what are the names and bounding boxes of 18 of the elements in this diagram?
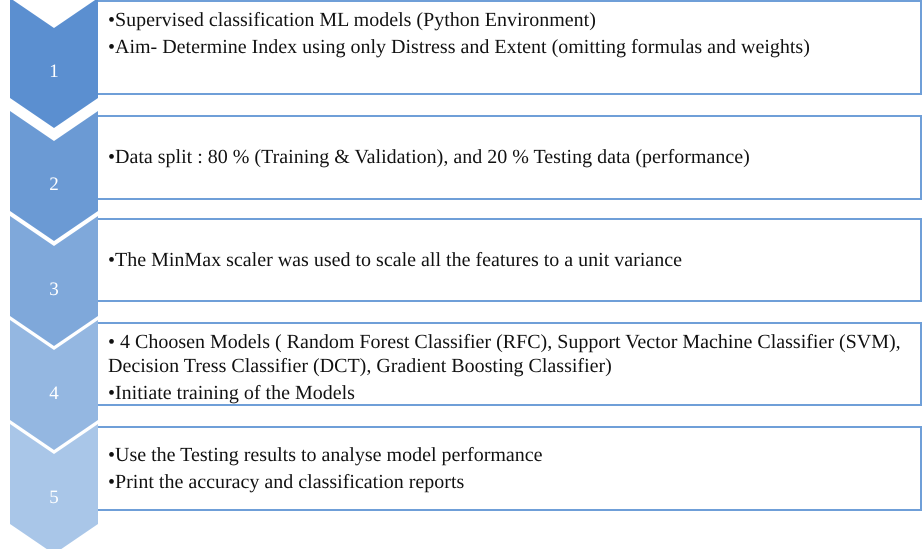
bullet-text: •Aim- Determine Index using only Distress and Extent (omitting formulas and weights) [108,35,811,59]
bullet-text: •Initiate training of the Models [108,381,356,405]
step-number: 5 [49,487,59,509]
step-number: 3 [49,279,59,301]
bullet-text: •The MinMax scaler was used to scale all the features to a unit variance [108,248,684,272]
step-box [98,426,922,511]
step-number: 2 [49,174,59,196]
step-box [98,218,922,302]
bullet-text: •Data split : 80 % (Training & Validation), and 20 % Testing data (performance) [108,145,751,169]
bullet-text: • 4 Choosen Models ( Random Forest Classifier (RFC), Support Vector Machine Classifier (SVM), Decision Tress Classifier (DCT), Gradient Boosting Classifier) [108,330,902,378]
step-number: 1 [49,61,59,83]
step-box [98,322,922,406]
bullet-text: •Use the Testing results to analyse model performance [108,442,544,466]
step-box [98,0,922,95]
step-number: 4 [49,383,59,405]
bullet-text: •Supervised classification ML models (Python Environment) [108,8,597,32]
bullet-text: •Print the accuracy and classification reports [108,470,466,494]
step-box [98,115,922,200]
